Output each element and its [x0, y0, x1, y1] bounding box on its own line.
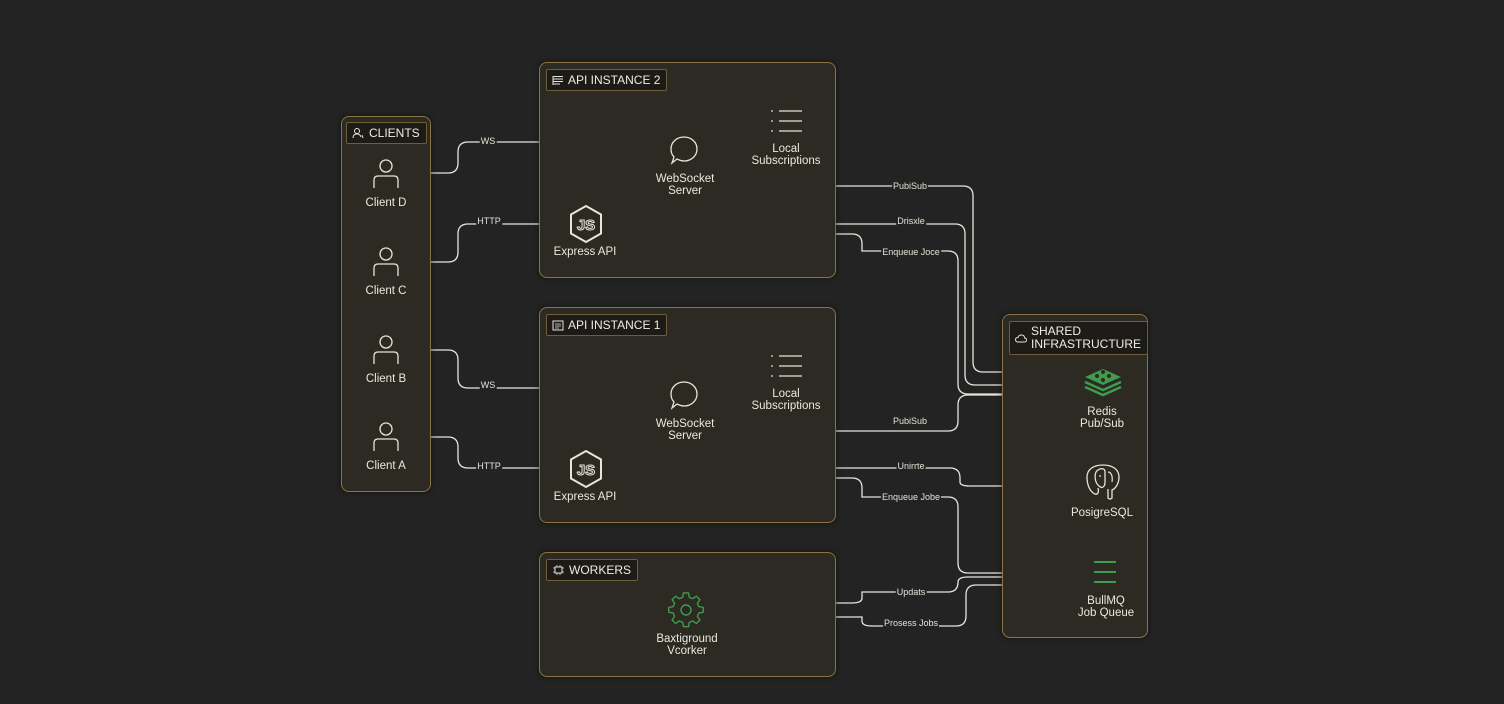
api2-subscriptions-label-1: Local [772, 143, 800, 155]
api2-websocket-node[interactable] [668, 134, 700, 166]
postgresql-node[interactable] [1084, 462, 1122, 502]
background-worker-label-2: Vcorker [667, 645, 707, 657]
background-worker-label-1: Baxtiground [656, 633, 718, 645]
workers-tag: WORKERS [546, 559, 639, 581]
api1-websocket-label-1: WebSocket [655, 418, 715, 430]
redis-label-1: Redis [1087, 406, 1117, 418]
api1-subscriptions-node[interactable] [768, 353, 804, 379]
api-instance-2-group: API INSTANCE 2 [539, 62, 836, 278]
user-icon [373, 422, 399, 451]
edge-label-pubsub: PubiSub [891, 181, 929, 191]
shared-infrastructure-tag: SHARED INFRASTRUCTURE [1009, 321, 1148, 355]
edge-label-update: Updats [895, 587, 927, 597]
api2-subscriptions-node[interactable] [768, 108, 804, 134]
shared-title-line1: SHARED [1031, 324, 1082, 338]
cloud-icon [1015, 334, 1027, 342]
api-instance-1-tag: API INSTANCE 1 [546, 314, 668, 336]
shared-infrastructure-group: SHARED INFRASTRUCTURE [1002, 314, 1148, 638]
client-d-node[interactable] [372, 158, 400, 190]
redis-icon [1084, 369, 1122, 397]
bullmq-node[interactable] [1092, 558, 1118, 586]
edge-label-process-jobs: Prosess Jobs [882, 618, 940, 628]
edge-label-drizzle: Drisxle [896, 216, 926, 226]
api1-subscriptions-label-1: Local [772, 388, 800, 400]
client-b-label: Client B [365, 373, 407, 385]
api1-websocket-node[interactable] [668, 379, 700, 411]
server-icon [552, 75, 563, 85]
api1-subscriptions-label-2: Subscriptions [751, 400, 821, 412]
chat-bubble-icon [670, 381, 698, 410]
user-icon [373, 247, 399, 276]
edge-label-pubsub: PubiSub [891, 416, 929, 426]
client-c-label: Client C [365, 285, 407, 297]
api-instance-1-title: API INSTANCE 1 [568, 318, 661, 332]
api2-subscriptions-label-2: Subscriptions [751, 155, 821, 167]
list-icon [771, 110, 802, 132]
api2-express-label: Express API [553, 246, 617, 258]
queue-icon [1094, 561, 1116, 583]
nodejs-icon: JS [570, 204, 602, 244]
client-a-label: Client A [366, 460, 406, 472]
edge-label-enqueue-jobs: Enqueue Jobe [880, 492, 942, 502]
server-icon [552, 320, 564, 330]
clients-tag: CLIENTS [346, 122, 427, 144]
client-c-node[interactable] [372, 246, 400, 278]
client-d-label: Client D [365, 197, 407, 209]
chat-bubble-icon [670, 136, 698, 165]
edge-label-enqueue-jobs: Enqueue Joce [881, 247, 941, 257]
api1-websocket-label-2: Server [668, 430, 702, 442]
api1-express-label: Express API [553, 491, 617, 503]
api1-express-node[interactable]: JS [568, 449, 604, 489]
client-b-node[interactable] [372, 334, 400, 366]
bullmq-label-2: Job Queue [1077, 607, 1135, 619]
user-icon [373, 159, 399, 188]
nodejs-icon: JS [570, 449, 602, 489]
api-instance-1-group: API INSTANCE 1 [539, 307, 836, 523]
workers-title: WORKERS [569, 563, 632, 577]
clients-title: CLIENTS [369, 126, 420, 140]
user-icon [373, 335, 399, 364]
edge-label-write: Unirrte [896, 461, 926, 471]
list-icon [771, 355, 802, 377]
shared-title-line2: INFRASTRUCTURE [1031, 337, 1141, 351]
redis-node[interactable] [1083, 366, 1123, 398]
svg-text:JS: JS [577, 217, 595, 234]
clients-group: CLIENTS [341, 116, 431, 492]
edge-label-ws: WS [479, 380, 497, 390]
redis-label-2: Pub/Sub [1079, 418, 1125, 430]
api-instance-2-tag: API INSTANCE 2 [546, 69, 668, 91]
background-worker-node[interactable] [668, 592, 704, 628]
postgresql-label: PosigreSQL [1070, 507, 1134, 519]
bullmq-label-1: BullMQ [1087, 595, 1125, 607]
gear-icon [668, 592, 704, 628]
api2-express-node[interactable]: JS [568, 204, 604, 244]
edge-label-http: HTTP [476, 461, 502, 471]
postgresql-icon [1086, 464, 1120, 500]
edge-label-http: HTTP [476, 216, 502, 226]
cpu-icon [553, 565, 564, 575]
client-a-node[interactable] [372, 421, 400, 453]
users-icon [352, 128, 364, 139]
api2-websocket-label-1: WebSocket [655, 173, 715, 185]
edge-label-ws: WS [479, 136, 497, 146]
api2-websocket-label-2: Server [668, 185, 702, 197]
api-instance-2-title: API INSTANCE 2 [568, 73, 661, 87]
svg-text:JS: JS [577, 462, 595, 479]
